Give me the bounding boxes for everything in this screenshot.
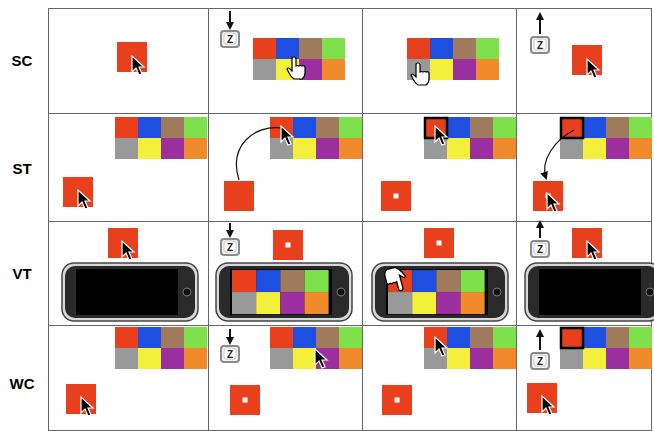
cursor xyxy=(132,56,144,75)
drag-path xyxy=(545,130,574,178)
key-arrow xyxy=(229,11,231,28)
sc-row xyxy=(117,11,602,85)
z-key xyxy=(531,241,549,257)
cursor xyxy=(281,126,293,145)
key-arrow xyxy=(229,329,231,343)
red-square xyxy=(424,228,454,258)
palette xyxy=(560,327,652,369)
cursor xyxy=(587,241,599,260)
palette xyxy=(115,117,207,159)
z-key xyxy=(531,37,549,53)
cursor xyxy=(547,193,559,212)
cursor xyxy=(81,397,93,416)
st-row xyxy=(63,117,652,212)
selected-cell xyxy=(561,118,583,138)
z-key xyxy=(531,353,549,369)
grid xyxy=(48,8,652,431)
key-letter: Z xyxy=(537,40,543,51)
key-arrow xyxy=(539,222,541,238)
cursor xyxy=(315,349,327,368)
red-square xyxy=(381,181,411,211)
red-square xyxy=(230,385,260,415)
key-arrow xyxy=(229,223,231,236)
hand-cursor xyxy=(411,63,429,85)
row-label: VT xyxy=(12,265,31,282)
hand xyxy=(383,265,408,294)
key-arrow xyxy=(539,331,541,350)
palette xyxy=(253,38,345,80)
key-letter: Z xyxy=(537,244,543,255)
cursor xyxy=(542,396,554,415)
cursor xyxy=(587,59,599,78)
phone xyxy=(525,263,654,321)
red-square xyxy=(382,385,412,415)
palette xyxy=(232,270,329,314)
z-key xyxy=(221,346,239,362)
cursor xyxy=(122,241,134,260)
palette xyxy=(424,117,516,159)
wc-row xyxy=(66,327,652,416)
key-letter: Z xyxy=(227,242,233,253)
red-square xyxy=(224,181,254,211)
z-key xyxy=(221,31,239,47)
drag-path xyxy=(236,128,281,180)
palette xyxy=(560,117,652,159)
vt-row xyxy=(62,222,654,321)
phone xyxy=(62,263,198,321)
palette xyxy=(115,327,207,369)
phone xyxy=(216,263,352,321)
hand-cursor xyxy=(287,57,305,79)
key-letter: Z xyxy=(227,34,233,45)
key-arrow xyxy=(539,14,541,34)
cursor xyxy=(435,126,447,145)
red-square xyxy=(533,181,563,211)
key-letter: Z xyxy=(227,349,233,360)
selected-cell xyxy=(561,328,583,348)
row-label: SC xyxy=(12,52,33,69)
palette xyxy=(270,327,362,369)
palette xyxy=(270,117,362,159)
cursor xyxy=(435,337,447,356)
row-label: WC xyxy=(10,375,35,392)
palette xyxy=(424,327,516,369)
phone xyxy=(372,263,508,321)
z-key xyxy=(221,239,239,255)
cursor xyxy=(78,190,90,209)
row-label: ST xyxy=(12,160,31,177)
red-square xyxy=(273,230,303,260)
key-letter: Z xyxy=(537,356,543,367)
